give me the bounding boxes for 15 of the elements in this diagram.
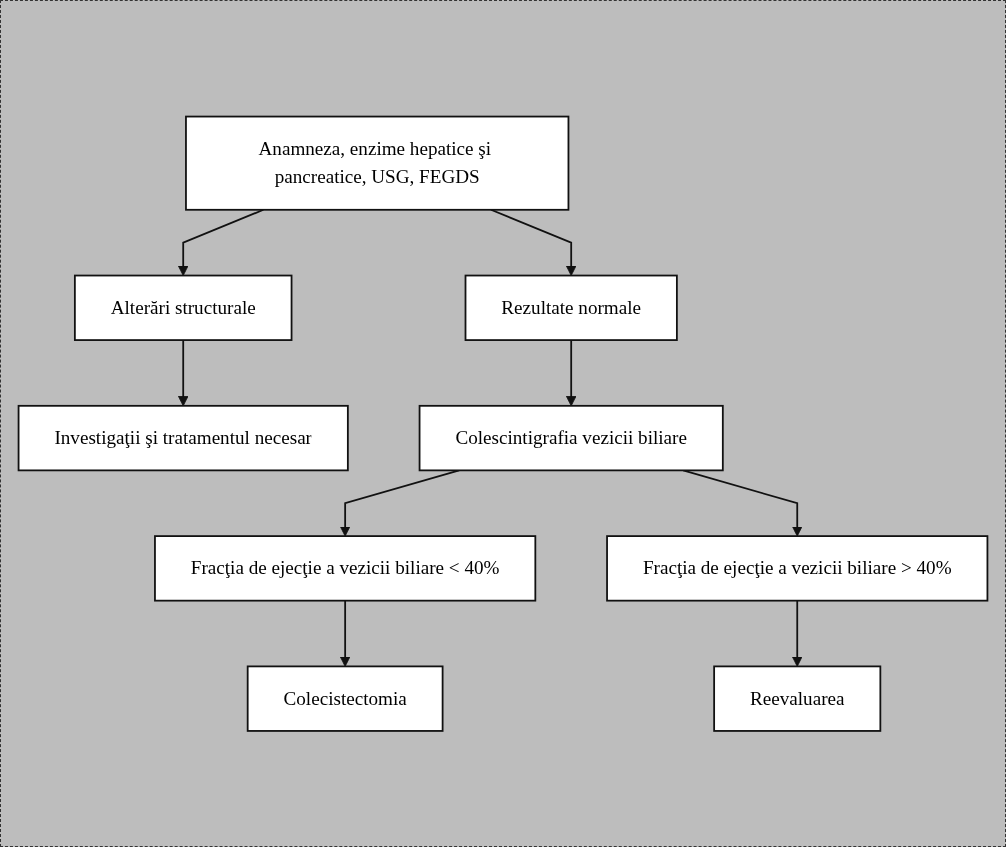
node-box: Reevaluarea xyxy=(713,665,882,732)
node-box: Anamneza, enzime hepatice şi pancreatice, USG, FEGDS xyxy=(185,115,570,211)
arrow xyxy=(177,208,265,276)
node-box: Rezultate normale xyxy=(464,274,678,341)
arrow xyxy=(792,599,803,667)
node-box: Fracţia de ejecţie a vezicii biliare < 40% xyxy=(154,534,537,602)
arrow xyxy=(565,338,577,407)
arrow xyxy=(490,208,577,276)
node-box: Alterări structurale xyxy=(73,274,293,341)
node-box: Investigaţii şi tratamentul necesar xyxy=(17,404,349,471)
node-box: Colecistectomia xyxy=(246,665,444,732)
arrow xyxy=(177,338,189,407)
node-box: Colescintigrafia vezicii biliare xyxy=(418,404,724,471)
node-box: Fracţia de ejecţie a vezicii biliare > 40% xyxy=(606,534,989,602)
arrow xyxy=(339,599,351,667)
